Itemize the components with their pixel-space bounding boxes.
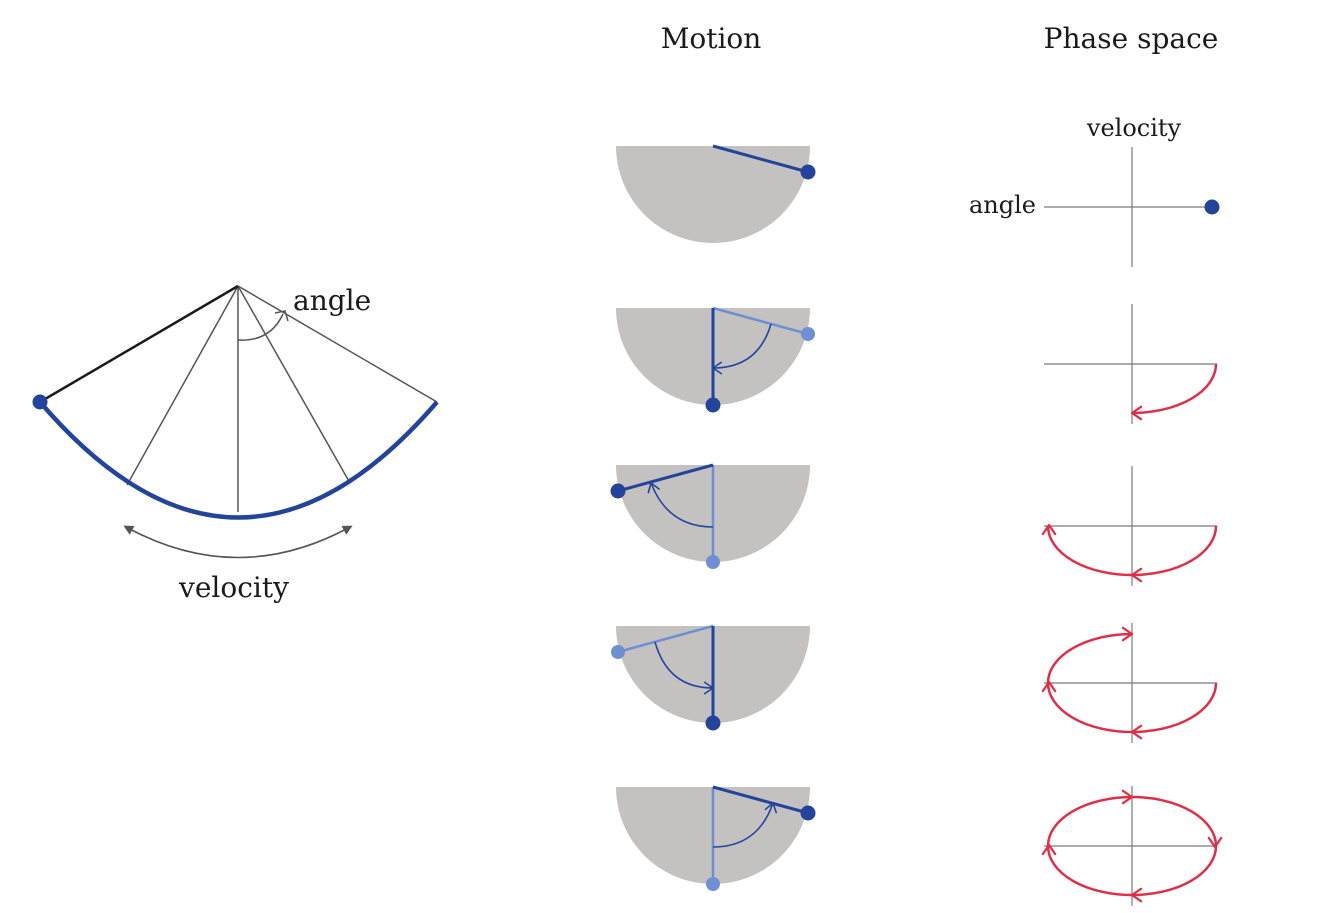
motion-frame — [610, 463, 810, 569]
previous-bob — [706, 877, 720, 891]
pendulum-rod — [712, 144, 809, 174]
pendulum-rod — [712, 785, 809, 815]
angle-label: angle — [293, 284, 371, 317]
bowl — [616, 146, 810, 243]
phase-angle-label: angle — [969, 191, 1036, 219]
guide-line-far-right — [237, 285, 438, 403]
velocity-label: velocity — [178, 571, 289, 604]
motion-heading: Motion — [661, 22, 762, 55]
motion-frame — [616, 306, 815, 413]
velocity-arrow — [123, 525, 353, 559]
motion-frames — [610, 144, 816, 891]
pendulum-bob — [800, 164, 816, 180]
trajectory-arrow-head — [1130, 567, 1143, 583]
motion-frame — [616, 144, 816, 243]
phase-frame — [1041, 466, 1218, 586]
trajectory-arrow-head — [1130, 405, 1143, 421]
previous-bob — [611, 645, 625, 659]
motion-frame — [616, 785, 816, 891]
motion-frame — [611, 624, 810, 731]
phase-trajectory — [1131, 363, 1218, 415]
trajectory-arrow-head — [1041, 523, 1057, 536]
phase-velocity-label: velocity — [1086, 114, 1182, 142]
overview-pendulum: angle velocity — [32, 284, 439, 604]
phase-frame — [1041, 623, 1218, 743]
trajectory-arrow-head — [1121, 626, 1134, 642]
swing-arc — [38, 400, 439, 520]
trajectory-arrow-head — [1121, 789, 1134, 805]
pendulum-rod — [39, 284, 239, 404]
phase-space-frames: velocity angle — [969, 114, 1223, 906]
previous-bob — [801, 327, 815, 341]
pendulum-bob — [800, 805, 816, 821]
phase-trajectory — [1046, 632, 1218, 734]
swing-arrow — [712, 802, 774, 848]
previous-bob — [706, 555, 720, 569]
previous-rod — [617, 624, 714, 654]
trajectory-arrow-head — [1130, 724, 1143, 740]
guide-line-right — [237, 285, 351, 484]
trajectory-arrow-head — [1041, 680, 1057, 693]
pendulum-bob — [32, 394, 48, 410]
swing-arrow — [712, 323, 772, 369]
phase-frame — [1041, 786, 1223, 906]
angle-arrow-head — [274, 310, 289, 322]
pendulum-bob — [610, 483, 626, 499]
pendulum-bob — [705, 715, 721, 731]
trajectory-arrow-head — [1041, 843, 1057, 856]
phase-frame — [1044, 147, 1220, 267]
previous-rod — [712, 306, 809, 336]
phase-point — [1204, 199, 1220, 215]
swing-arrow — [654, 641, 714, 689]
angle-arrow — [237, 313, 284, 341]
pendulum-bob — [705, 397, 721, 413]
trajectory-arrow-head — [1207, 836, 1223, 849]
trajectory-arrow-head — [1130, 887, 1143, 903]
swing-arrow — [650, 482, 714, 528]
guide-line-left — [126, 285, 239, 486]
pendulum-rod — [617, 463, 714, 493]
phase-space-heading: Phase space — [1044, 22, 1219, 55]
phase-frame — [1044, 304, 1218, 424]
